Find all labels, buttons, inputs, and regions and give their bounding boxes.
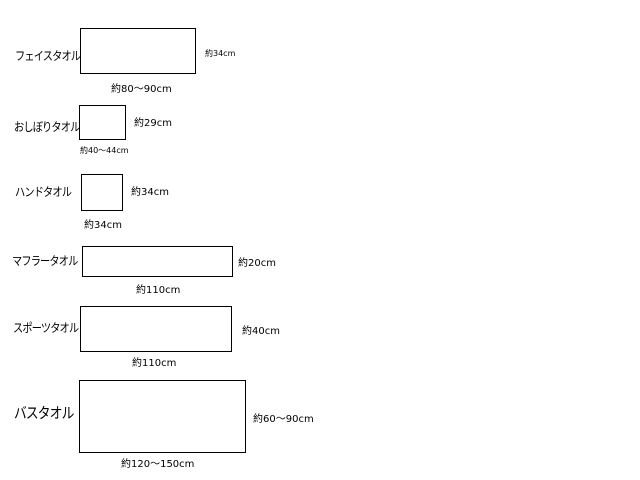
towel-shape — [80, 28, 196, 74]
towel-height-label: 約29cm — [134, 118, 172, 129]
towel-height-label: 約34cm — [131, 187, 169, 198]
towel-width-label: 約34cm — [84, 220, 122, 231]
towel-shape — [79, 380, 246, 453]
towel-name: おしぼりタオル — [14, 120, 80, 134]
towel-height-label: 約20cm — [238, 258, 276, 269]
towel-shape — [82, 246, 233, 277]
towel-height-label: 約34cm — [205, 49, 236, 58]
towel-width-label: 約110cm — [132, 358, 177, 369]
towel-name: マフラータオル — [12, 254, 78, 268]
towel-name: バスタオル — [14, 404, 74, 422]
towel-shape — [79, 105, 126, 140]
towel-shape — [80, 306, 232, 352]
towel-name: ハンドタオル — [15, 185, 72, 199]
towel-height-label: 約40cm — [242, 326, 280, 337]
towel-width-label: 約80〜90cm — [111, 84, 172, 95]
towel-width-label: 約120〜150cm — [121, 459, 195, 470]
towel-shape — [81, 174, 123, 211]
towel-width-label: 約40〜44cm — [80, 146, 129, 155]
towel-width-label: 約110cm — [136, 285, 181, 296]
towel-name: スポーツタオル — [13, 321, 79, 335]
towel-height-label: 約60〜90cm — [253, 414, 314, 425]
towel-name: フェイスタオル — [15, 49, 81, 63]
